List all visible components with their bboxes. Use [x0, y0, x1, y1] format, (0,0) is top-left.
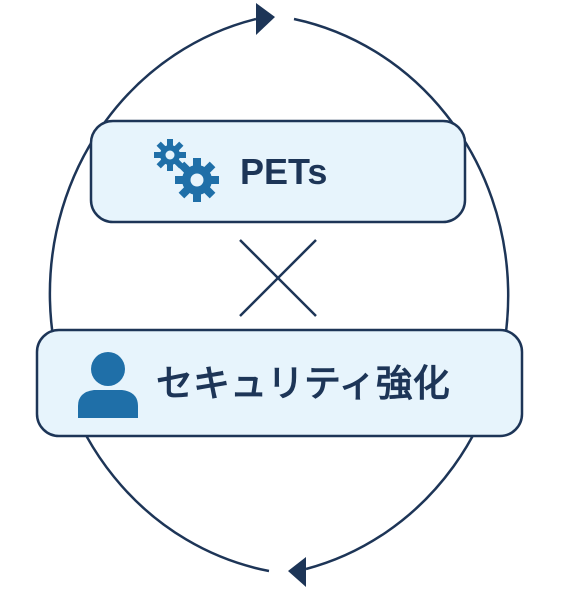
security-box-frame — [35, 328, 524, 438]
cross-multiply-icon — [239, 239, 317, 317]
person-icon — [78, 352, 138, 418]
arrowhead-left-icon — [288, 557, 306, 587]
security-label: セキュリティ強化 — [156, 363, 450, 404]
arrowhead-right-icon — [256, 3, 275, 35]
cycle-arc-left — [48, 17, 270, 573]
cycle-arc-right — [293, 17, 510, 571]
pets-box: PETs — [89, 119, 467, 224]
pets-label: PETs — [240, 151, 327, 192]
cycle-ring — [48, 3, 510, 587]
security-box: セキュリティ強化 — [35, 328, 524, 438]
gears-icon — [154, 139, 219, 202]
